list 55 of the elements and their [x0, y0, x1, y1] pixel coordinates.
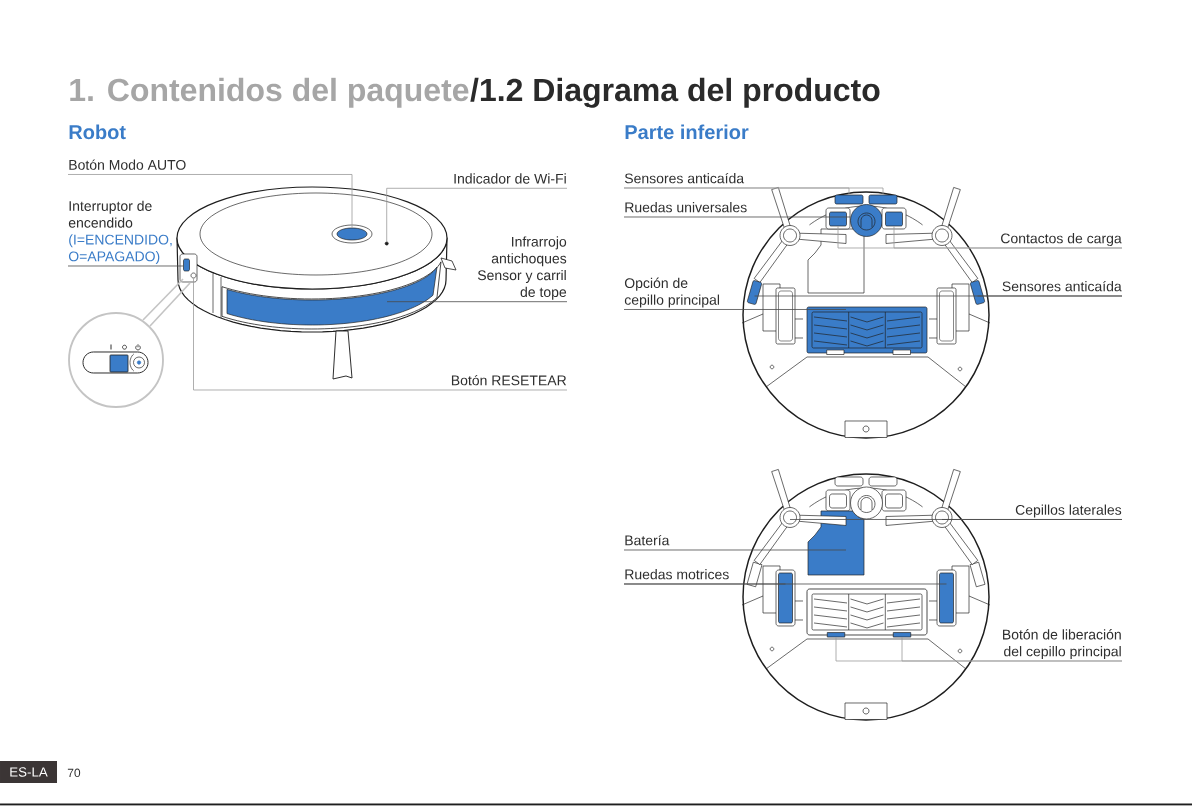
cliff-sensor	[747, 280, 762, 305]
callout-label: Ruedas motrices	[625, 569, 729, 580]
main-brush-cover	[806, 306, 928, 354]
section-heading: Parte inferior	[625, 124, 749, 140]
callout-label: Contactos de carga	[1001, 233, 1122, 247]
leader-line	[941, 519, 1123, 520]
leader-line	[386, 187, 568, 242]
leader-line	[623, 309, 847, 310]
callout-label: Sensores anticaída	[624, 172, 745, 184]
release-button	[892, 632, 912, 638]
drive-wheel	[928, 565, 970, 627]
leader-line	[623, 549, 847, 551]
callout-label: Botón de liberación del cepillo principal	[1003, 629, 1121, 660]
leader-line	[893, 225, 1123, 249]
charging-contact	[881, 207, 907, 230]
power-switch	[183, 258, 190, 272]
callout-label: Interruptor de encendido (I=ENCENDIDO, O=APAGADO)	[68, 200, 172, 265]
reset-button	[190, 272, 197, 279]
side-brush	[885, 469, 979, 565]
callout-label: Botón Modo AUTO	[69, 159, 186, 170]
release-button	[826, 349, 845, 355]
wifi-indicator	[384, 241, 389, 246]
callout-label: Infrarrojo antichoques Sensor y carril de tope	[477, 236, 567, 300]
cliff-sensor	[834, 194, 864, 205]
language-tag: ES-LA	[0, 761, 57, 783]
callout-label: Opción de cepillo principal	[624, 277, 719, 308]
auto-button	[331, 224, 373, 244]
callout-label: Sensores anticaída	[1002, 280, 1122, 292]
leader-line	[623, 583, 947, 585]
release-button	[892, 349, 911, 355]
leader-line	[386, 301, 568, 303]
leader-line	[623, 216, 851, 218]
callout-label: Botón RESETEAR	[451, 374, 567, 386]
cliff-sensor	[868, 194, 898, 205]
breadcrumb: 1. Contenidos del paquete	[70, 77, 469, 108]
callout-label: Cepillos laterales	[1015, 504, 1122, 518]
callout-label: Batería	[625, 534, 670, 546]
release-button	[826, 632, 846, 638]
leader-line	[901, 637, 1123, 662]
leader-line	[977, 295, 1123, 297]
bumper	[221, 261, 442, 330]
callout-label: Indicador de Wi-Fi	[454, 173, 566, 184]
caster-wheel	[850, 204, 883, 237]
leader-line	[67, 174, 353, 229]
drive-wheel	[928, 283, 970, 345]
leader-line	[67, 265, 184, 267]
cliff-sensor	[970, 280, 985, 305]
drive-wheel	[762, 283, 804, 345]
page-title: /1.2 Diagrama del producto	[470, 77, 880, 108]
drive-wheel	[762, 565, 804, 627]
side-brush	[753, 469, 847, 565]
page-number: 70	[67, 768, 81, 778]
leader-line	[193, 277, 568, 391]
section-heading: Robot	[69, 124, 126, 140]
callout-label: Ruedas universales	[625, 202, 747, 213]
